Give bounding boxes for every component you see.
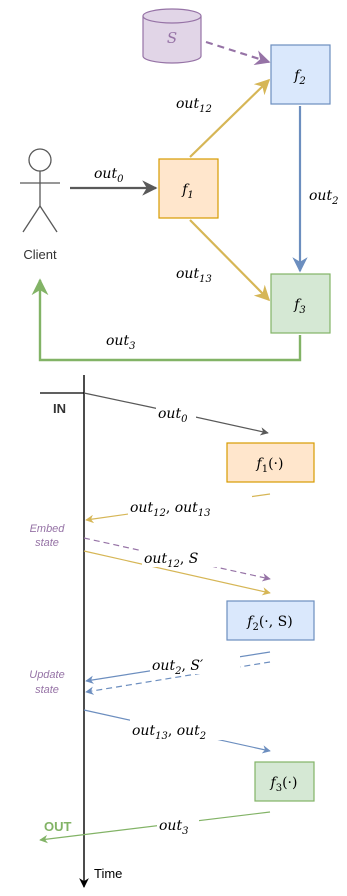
msg-out2-Sprime-bg [150, 654, 240, 674]
in-label: IN [53, 401, 66, 416]
seq-f1-box: f1(·) [226, 442, 315, 483]
msg-out3-label: out3 [159, 818, 188, 837]
f3-node-sub: 3 [299, 305, 305, 316]
client-label: Client [23, 247, 57, 262]
storage-label: S [167, 29, 177, 47]
f2-node-label: f [293, 68, 302, 84]
out13-label: out13 [176, 266, 212, 285]
seq-f3-box: f3(·) [254, 761, 315, 802]
seq-f2-box: f2(·, S) [226, 600, 315, 641]
svg-text:f1: f1 [181, 182, 194, 201]
msg-out12-out13-bg [128, 496, 252, 516]
msg-out12-arrow [83, 550, 271, 596]
msg-out13-out2-bg [130, 718, 254, 740]
time-label: Time [94, 866, 122, 881]
msg-out12-out13-label: out12, out13 [130, 500, 211, 519]
f2-node: f2 [270, 44, 331, 105]
svg-text:f2(·, S): f2(·, S) [246, 614, 292, 633]
f1-node-label: f [181, 182, 190, 198]
msg-out2-Sprime-label: out2, S′ [152, 658, 204, 677]
out0-label: out0 [94, 166, 124, 185]
svg-text:f3: f3 [293, 297, 306, 316]
embed-state-line2: state [35, 537, 59, 549]
msg-out0-label: out0 [158, 406, 188, 425]
out-label: OUT [44, 819, 72, 834]
svg-text:f1(·): f1(·) [256, 456, 284, 475]
f2-node-sub: 2 [298, 76, 305, 87]
out3-label: out3 [106, 333, 135, 352]
embed-state-line1: Embed [30, 523, 66, 535]
f1-to-f2-arrow [189, 78, 271, 158]
f1-to-f3-arrow [189, 219, 271, 302]
msg-out0-bg [156, 403, 196, 421]
svg-text:f3(·): f3(·) [270, 775, 298, 794]
storage-to-f2-arrow [205, 40, 271, 66]
msg-out3-bg [157, 815, 199, 835]
f1-node: f1 [158, 158, 219, 219]
update-state-line2: state [35, 684, 59, 696]
msg-out0-arrow [83, 392, 269, 436]
update-state-line1: Update [29, 669, 64, 681]
svg-text:f2: f2 [293, 68, 306, 87]
f1-node-sub: 1 [187, 190, 193, 201]
msg-out12-S-bg [142, 547, 238, 567]
sequence-diagram: IN Time out0 f1(·) out12, out13 Embed st… [29, 375, 315, 888]
architecture-diagram: S f2 f1 f3 [20, 8, 338, 362]
out12-label: out12 [176, 96, 212, 115]
msg-out3-arrow [39, 811, 271, 844]
out2-label: out2 [309, 188, 338, 207]
f3-node: f3 [270, 273, 331, 334]
msg-out12-S-label: out12, S [144, 551, 198, 570]
f3-to-client-arrow [31, 278, 302, 362]
msg-out13-out2-label: out13, out2 [132, 723, 206, 742]
client-actor [20, 148, 60, 233]
storage-cylinder: S [142, 8, 202, 64]
f3-node-label: f [293, 297, 302, 313]
